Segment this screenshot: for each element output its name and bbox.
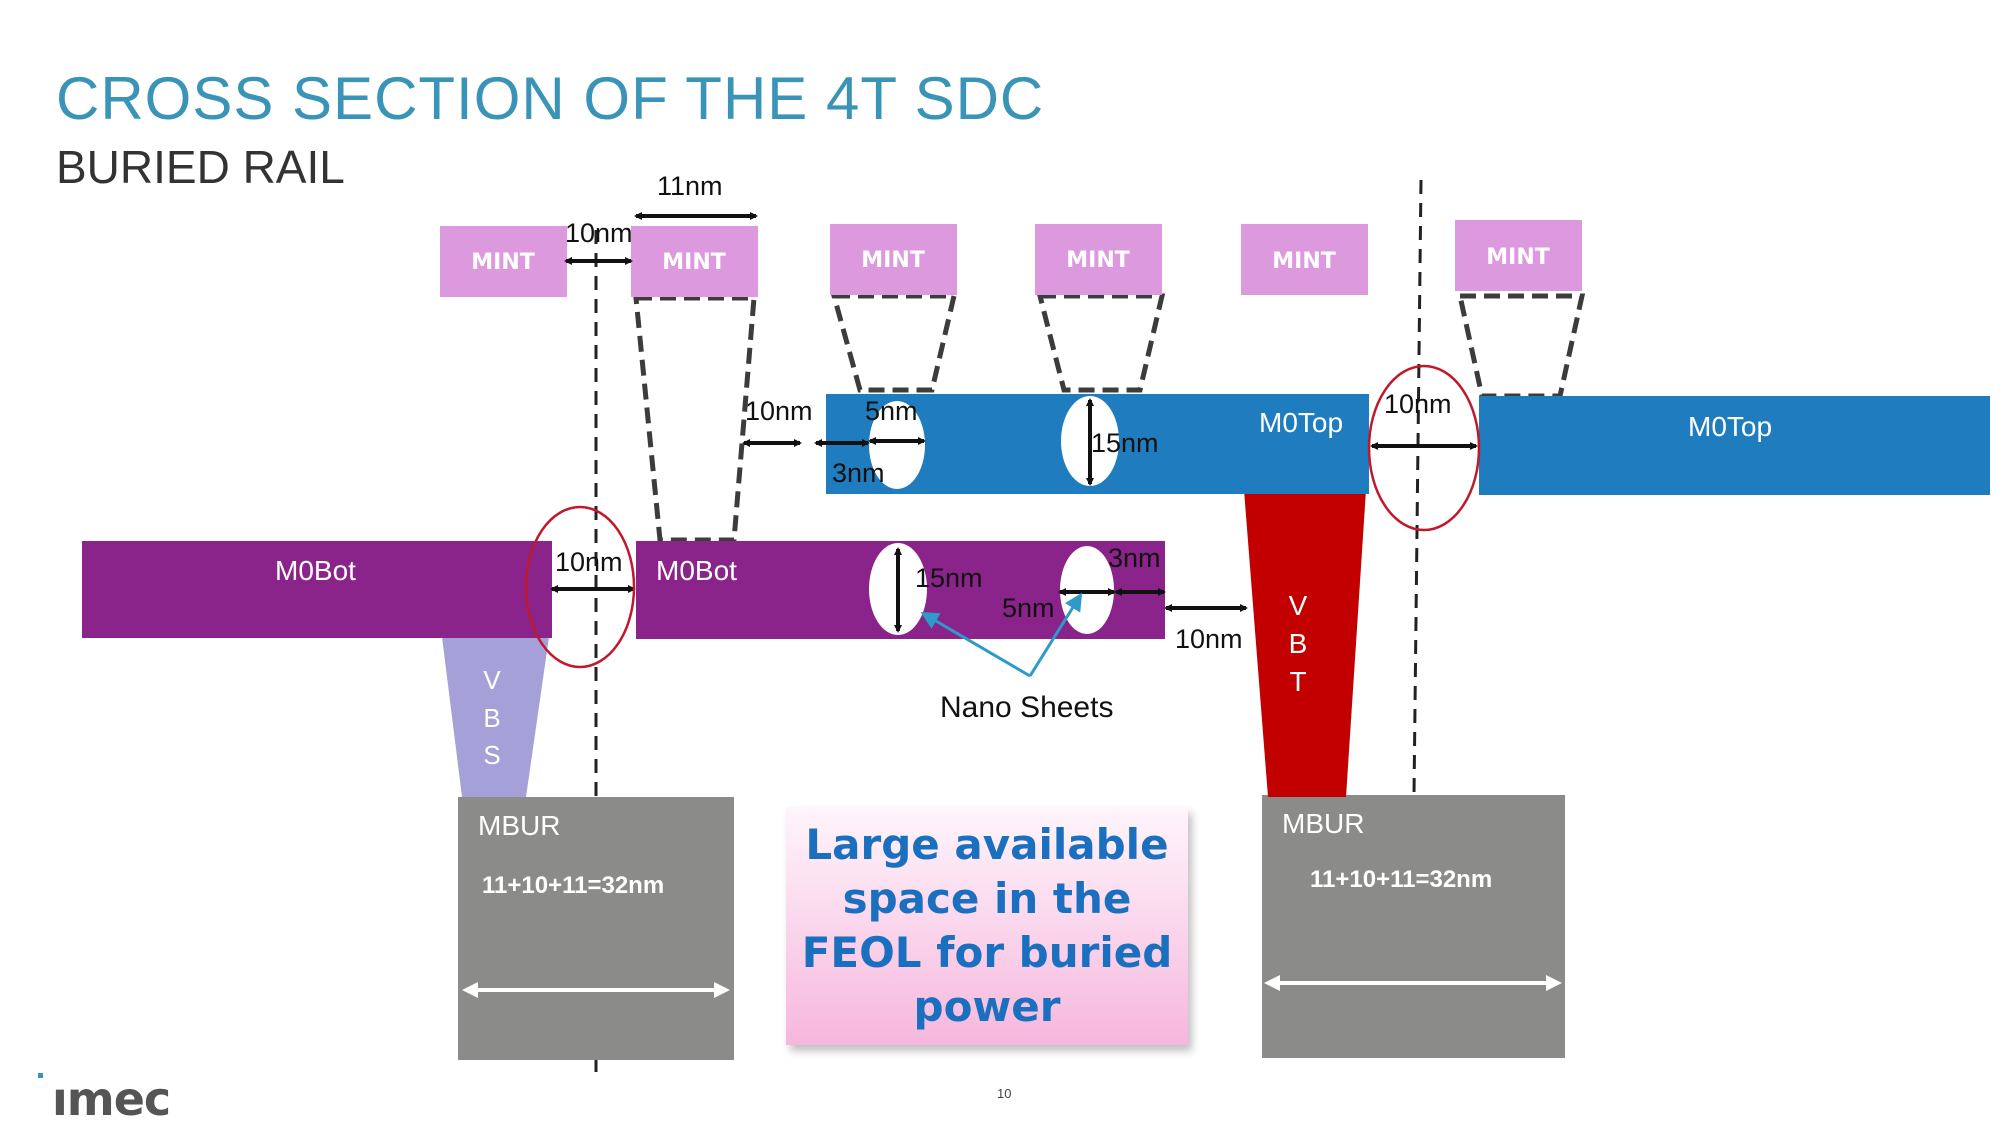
vbt-via: V B T	[1244, 490, 1366, 797]
mint-via-1	[633, 295, 757, 543]
m0top-label: M0Top	[1259, 407, 1343, 438]
mbur-width-text: 11+10+11=32nm	[482, 872, 664, 899]
mint-label: MINT	[861, 248, 925, 273]
slide-title: CROSS SECTION OF THE 4T SDC	[56, 65, 1045, 132]
mint-block-5: MINT	[1241, 224, 1368, 295]
mint-block-1: MINT	[440, 226, 567, 297]
vbs-letter: B	[483, 703, 500, 733]
vbt-letter: V	[1289, 590, 1308, 621]
mint-block-4: MINT	[1035, 224, 1162, 295]
m0top-label: M0Top	[1688, 411, 1772, 442]
dim-label-bot-rail-gap: 10nm	[555, 547, 623, 577]
mint-label: MINT	[1272, 249, 1336, 274]
mbur-width-text: 11+10+11=32nm	[1310, 866, 1492, 893]
nanosheet-leader-1	[920, 611, 1031, 678]
logo-dot	[38, 1073, 43, 1078]
m0bot-rail-left: M0Bot	[82, 541, 552, 638]
nanosheet-leader-2	[1028, 592, 1083, 677]
vbs-letter: S	[483, 740, 500, 770]
imec-logo: ımec	[52, 1072, 171, 1126]
m0top-rail-right: M0Top	[1479, 396, 1990, 495]
m0bot-label: M0Bot	[656, 555, 737, 586]
dim-label-via-gap: 10nm	[745, 396, 813, 426]
mint-block-2: MINT	[631, 226, 758, 297]
highlight-ring-top	[1367, 364, 1481, 532]
mbur-label: MBUR	[478, 810, 560, 841]
mint-via-2	[830, 293, 958, 393]
dim-label-mint-gap: 10nm	[565, 218, 633, 248]
mbur-label: MBUR	[1282, 808, 1364, 839]
dim-label-sheet-width-top: 5nm	[865, 396, 918, 426]
mint-via-3	[1036, 293, 1166, 393]
vbt-letter: T	[1289, 666, 1306, 697]
mint-block-6: MINT	[1455, 220, 1582, 291]
nano-sheets-label: Nano Sheets	[940, 691, 1113, 724]
mint-label: MINT	[471, 250, 535, 275]
vbs-via: V B S	[442, 637, 549, 797]
m0bot-label: M0Bot	[275, 555, 356, 586]
mint-label: MINT	[1066, 248, 1130, 273]
dim-label-mint-width: 11nm	[657, 171, 723, 201]
slide-subtitle: BURIED RAIL	[56, 141, 345, 193]
mint-label: MINT	[662, 250, 726, 275]
cell-boundary-right	[1409, 179, 1423, 1059]
vbs-letter: V	[483, 665, 501, 695]
mbur-right: MBUR 11+10+11=32nm	[1262, 795, 1565, 1058]
mbur-left: MBUR 11+10+11=32nm	[458, 797, 734, 1060]
nanosheet-top-1	[869, 401, 925, 489]
dim-label-sheet-gap-bot: 3nm	[1108, 543, 1161, 573]
feol-callout-box: Large available space in the FEOL for bu…	[786, 807, 1188, 1045]
dim-label-sheet-height-bot: 15nm	[915, 563, 983, 593]
page-number: 10	[997, 1086, 1012, 1101]
dim-label-sheet-gap-top: 3nm	[832, 458, 885, 488]
dim-label-bot-to-vbt: 10nm	[1175, 624, 1243, 654]
dim-label-sheet-height-top: 15nm	[1091, 428, 1159, 458]
dim-label-top-rail-gap: 10nm	[1384, 389, 1452, 419]
highlight-ring-bot	[524, 505, 636, 669]
mint-block-3: MINT	[830, 224, 957, 295]
vbt-letter: B	[1289, 628, 1308, 659]
mint-via-4	[1456, 293, 1586, 399]
mint-label: MINT	[1486, 245, 1550, 270]
dim-label-sheet-width-bot: 5nm	[1002, 593, 1055, 623]
